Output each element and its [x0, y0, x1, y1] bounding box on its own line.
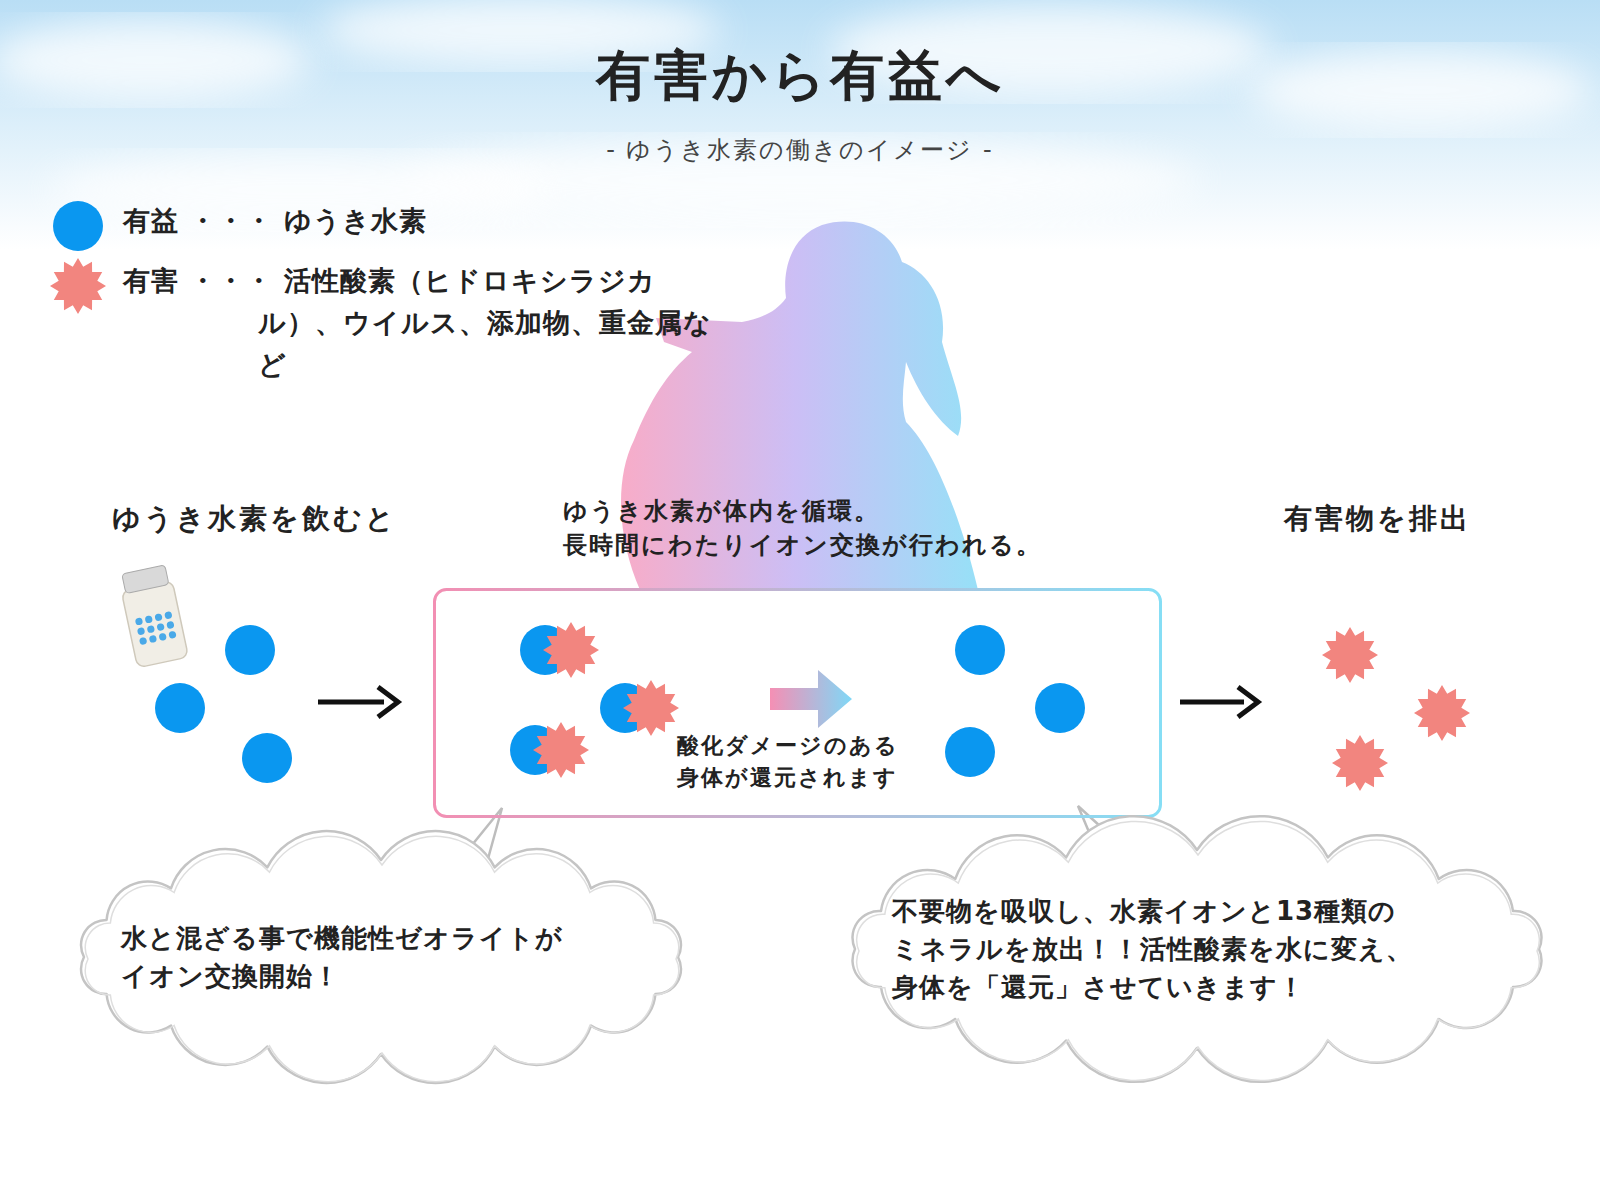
bottle-dot — [156, 623, 165, 632]
supplement-bottle — [118, 564, 189, 668]
box-border — [435, 590, 1161, 817]
bottle-dot — [164, 611, 173, 620]
box-note: 酸化ダメージのある 身体が還元されます — [677, 730, 977, 794]
hydrogen-dot — [945, 727, 995, 777]
bottle-dot — [149, 635, 158, 644]
bottle-dot — [145, 615, 154, 624]
sky-cloud — [0, 20, 310, 100]
flow-arrow-shaft — [1180, 700, 1244, 705]
reduction-arrow — [770, 670, 852, 728]
cloud-shape — [853, 816, 1542, 1082]
cloud-sketch-line — [857, 821, 1540, 1080]
cloud-shape — [81, 831, 681, 1083]
speech-cloud: 不要物を吸収し、水素イオンと13種類の ミネラルを放出！！活性酸素を水に変え、 … — [817, 816, 1577, 1082]
hydrogen-dot — [242, 733, 292, 783]
callout-text: 不要物を吸収し、水素イオンと13種類の ミネラルを放出！！活性酸素を水に変え、 … — [892, 892, 1502, 1006]
harmful-star — [1332, 735, 1388, 791]
bottle-dot — [168, 631, 177, 640]
harmful-star — [533, 722, 589, 778]
bottle-body — [121, 581, 188, 668]
bottle-cap — [122, 565, 169, 594]
bottle-dot — [154, 613, 163, 622]
stage-label: ゆうき水素を飲むと — [112, 500, 397, 538]
flow-arrow-head — [378, 687, 398, 717]
cloud-outline — [46, 826, 716, 1088]
legend-sample — [48, 196, 108, 256]
bottle-dot — [137, 627, 146, 636]
legend-swatch — [53, 201, 103, 251]
stage-label: 有害物を排出 — [1284, 500, 1471, 538]
cloud-sketch-line — [85, 836, 679, 1081]
hydrogen-dot — [1035, 683, 1085, 733]
bottle-dot — [166, 621, 175, 630]
harmful-star — [1322, 627, 1378, 683]
page-caption: - ゆうき水素の働きのイメージ - — [0, 134, 1600, 166]
bottle-dot — [139, 637, 148, 646]
harmful-star — [543, 622, 599, 678]
legend-row: 有害 ・・・ 活性酸素（ヒドロキシラジカル）、ウイルス、添加物、重金属など — [48, 260, 768, 386]
hydrogen-dot — [155, 683, 205, 733]
hydrogen-dot — [225, 625, 275, 675]
legend-text: 有益 ・・・ ゆうき水素 — [258, 200, 728, 242]
harmful-star — [1414, 685, 1470, 741]
callout-text: 水と混ざる事で機能性ゼオライトが イオン交換開始！ — [121, 919, 641, 995]
speech-cloud: 水と混ざる事で機能性ゼオライトが イオン交換開始！ — [46, 826, 716, 1088]
sky-cloud — [1250, 50, 1590, 130]
hydrogen-dot — [955, 625, 1005, 675]
legend-swatch — [50, 258, 106, 314]
bottle-dot — [147, 625, 156, 634]
legend-row: 有益 ・・・ ゆうき水素 — [48, 200, 768, 242]
flow-arrow-shaft — [318, 700, 384, 705]
harmful-star — [623, 680, 679, 736]
bottle-dot — [158, 633, 167, 642]
process-box: ゆうき水素が体内を循環。 長時間にわたりイオン交換が行われる。酸化ダメージのある… — [433, 588, 1162, 818]
flow-arrow-head — [1238, 687, 1258, 717]
page-title: 有害から有益へ — [0, 40, 1600, 113]
box-heading: ゆうき水素が体内を循環。 長時間にわたりイオン交換が行われる。 — [563, 494, 1123, 562]
legend-text: 有害 ・・・ 活性酸素（ヒドロキシラジカル）、ウイルス、添加物、重金属など — [258, 260, 728, 386]
legend-sample — [48, 256, 108, 316]
cloud-text-wrap: 水と混ざる事で機能性ゼオライトが イオン交換開始！ — [121, 919, 641, 995]
bottle-dot — [135, 617, 144, 626]
cloud-text-wrap: 不要物を吸収し、水素イオンと13種類の ミネラルを放出！！活性酸素を水に変え、 … — [892, 892, 1502, 1006]
